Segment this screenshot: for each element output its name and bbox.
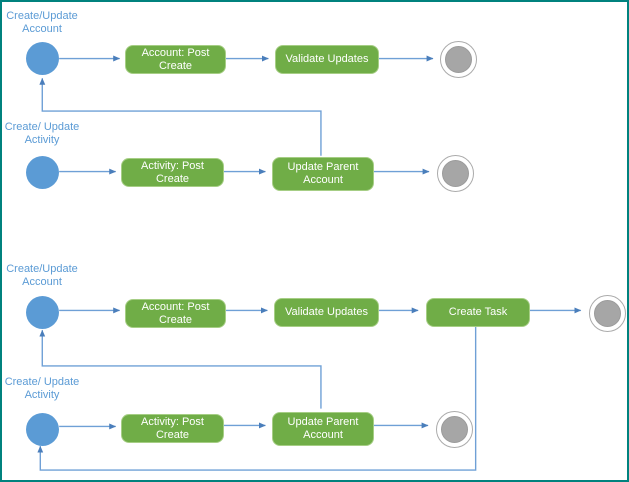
task-bottom-activity-post-create: Activity: Post Create	[121, 414, 224, 443]
label-line: Account	[22, 276, 62, 288]
start-node-bottom-activity	[26, 413, 59, 446]
task-top-activity-post-create: Activity: Post Create	[121, 158, 224, 187]
label-line: Create/ Update	[4, 121, 80, 133]
label-bottom-activity-trigger: Create/ Update Activity	[2, 376, 84, 402]
label-bottom-account-trigger: Create/Update Account	[2, 263, 84, 289]
end-node-inner	[594, 300, 621, 327]
label-line: Create/Update	[6, 10, 78, 22]
connector-bottom-createtask-feedback-to-activity-start	[37, 324, 477, 471]
end-node-top-activity	[437, 155, 474, 192]
end-node-top-account	[440, 41, 477, 78]
connector-bottom-updateparent-feedback-to-account-start	[39, 329, 322, 409]
label-line: Account	[22, 23, 62, 35]
end-node-bottom-activity	[436, 411, 473, 448]
end-node-bottom-account	[589, 295, 626, 332]
task-top-account-post-create: Account: Post Create	[125, 45, 226, 74]
task-bottom-validate-updates: Validate Updates	[274, 298, 379, 327]
connector-top-updateparent-feedback-to-account-start	[39, 77, 322, 156]
start-node-top-activity	[26, 156, 59, 189]
task-top-update-parent-account: Update Parent Account	[272, 157, 374, 191]
task-top-validate-updates: Validate Updates	[275, 45, 379, 74]
task-bottom-create-task: Create Task	[426, 298, 530, 327]
task-bottom-account-post-create: Account: Post Create	[125, 299, 226, 328]
end-node-inner	[442, 160, 469, 187]
label-line: Activity	[24, 389, 60, 401]
label-top-activity-trigger: Create/ Update Activity	[2, 121, 84, 147]
label-line: Create/Update	[6, 263, 78, 275]
label-line: Activity	[24, 134, 60, 146]
end-node-inner	[445, 46, 472, 73]
label-top-account-trigger: Create/Update Account	[2, 10, 84, 36]
end-node-inner	[441, 416, 468, 443]
start-node-top-account	[26, 42, 59, 75]
start-node-bottom-account	[26, 296, 59, 329]
task-bottom-update-parent-account: Update Parent Account	[272, 412, 374, 446]
label-line: Create/ Update	[4, 376, 80, 388]
